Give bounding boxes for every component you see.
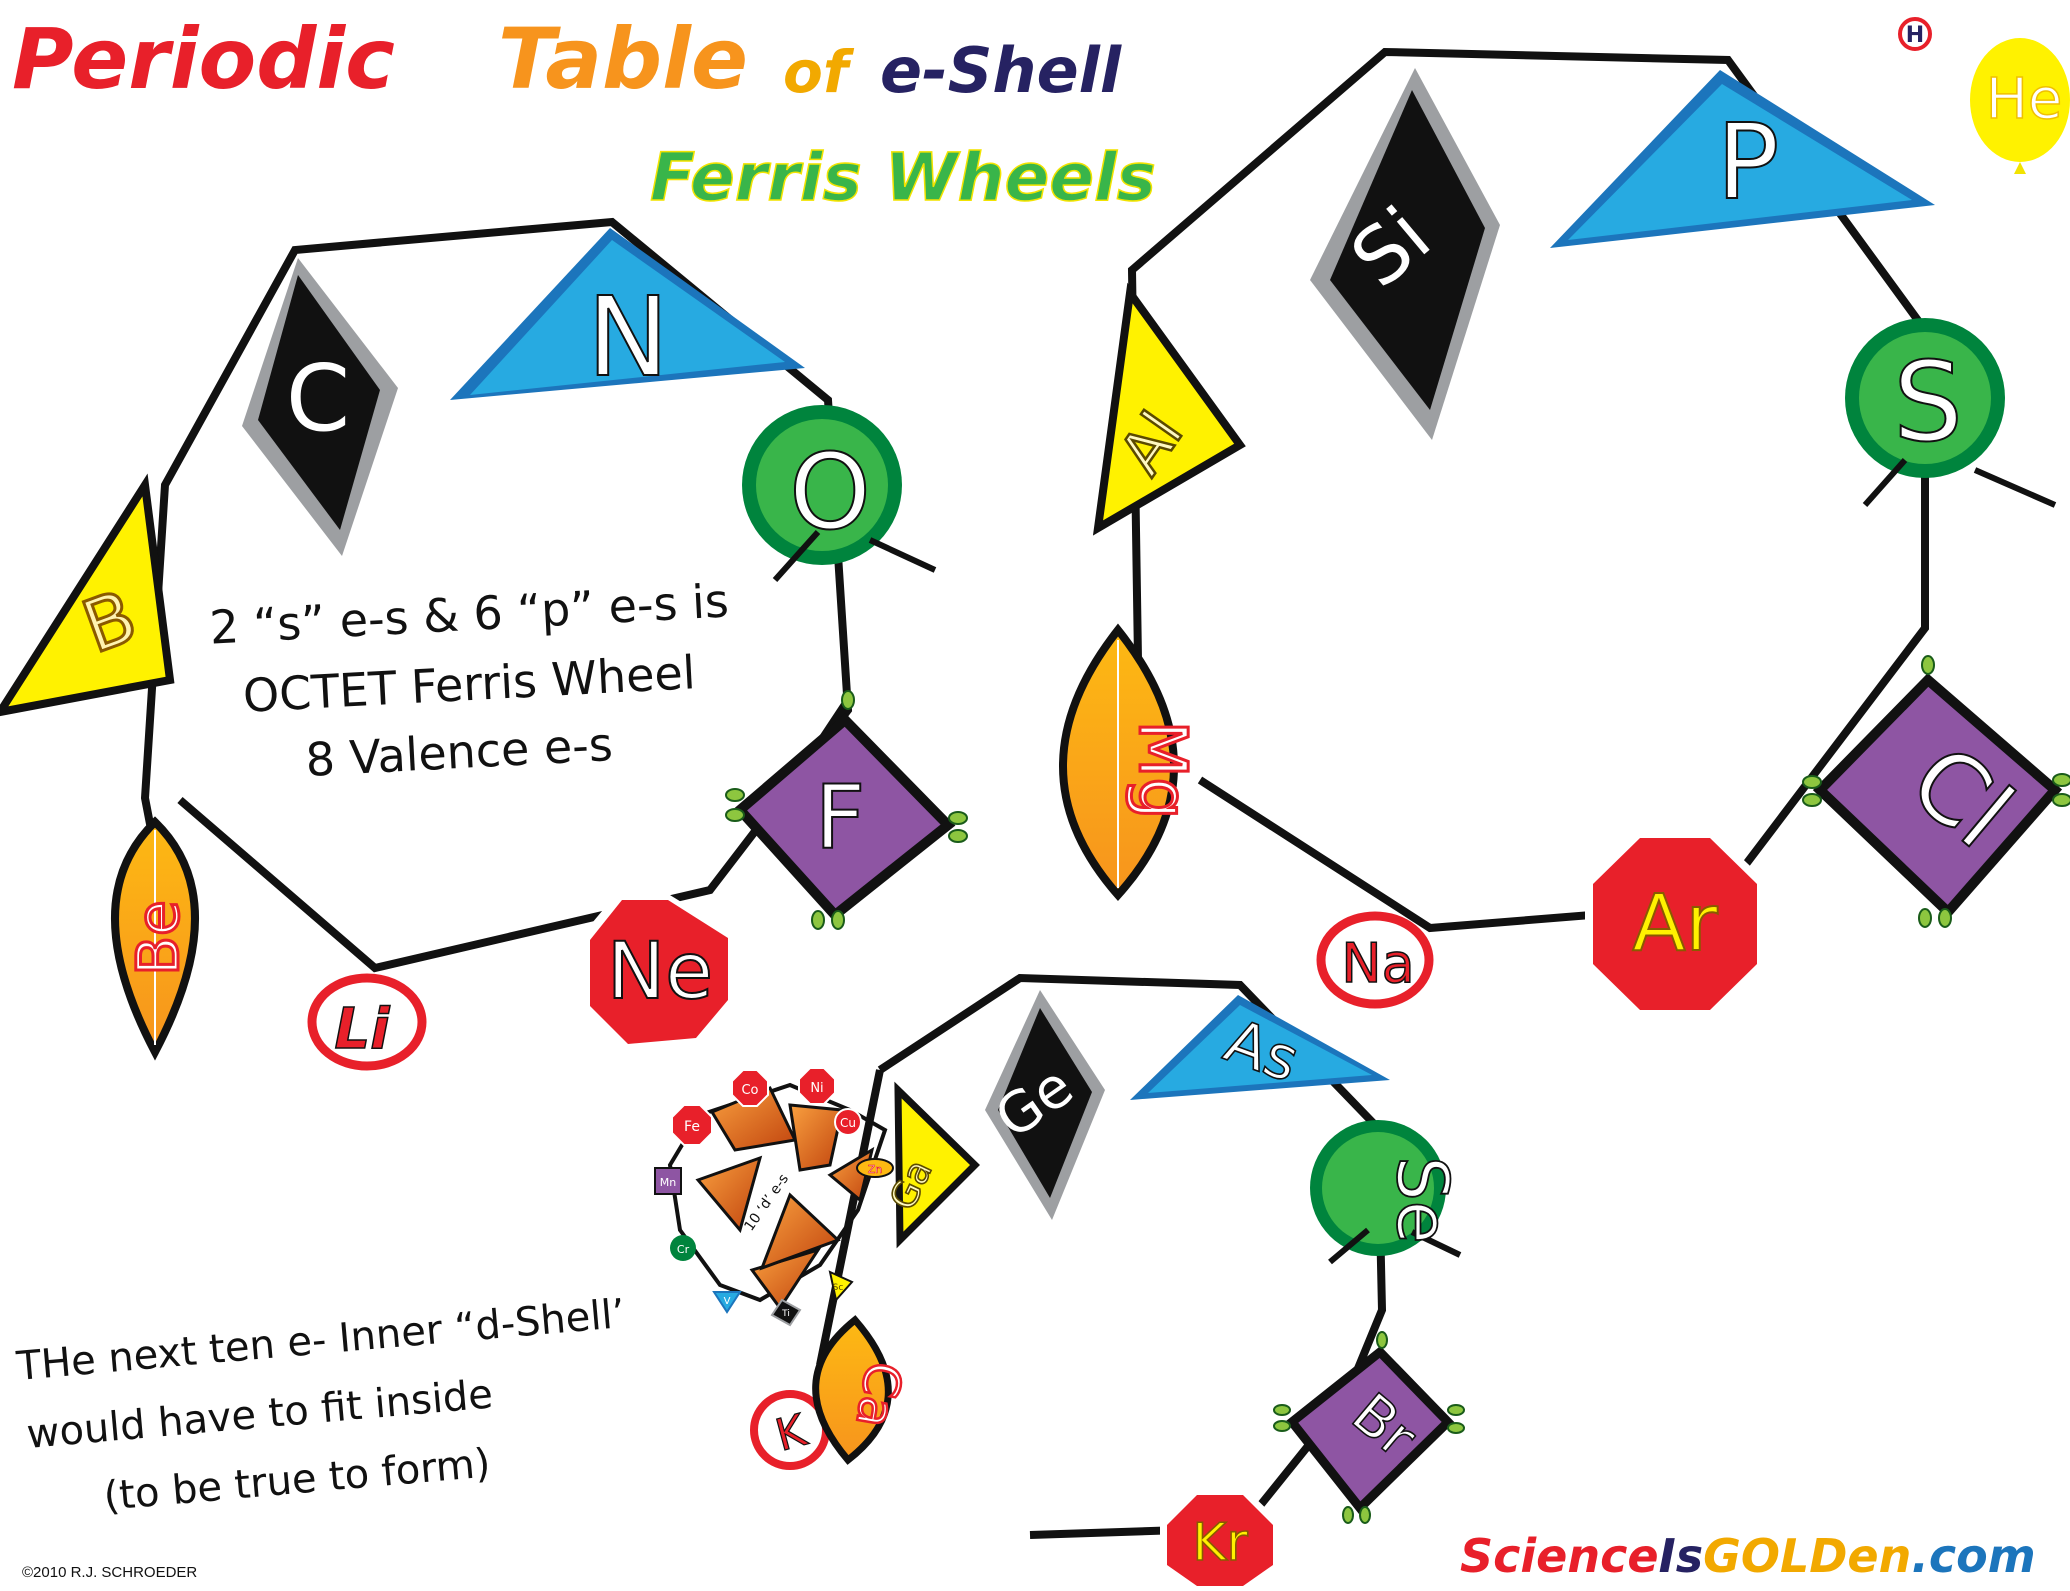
element-c-symbol: C	[286, 345, 350, 452]
svg-text:ScienceIsGOLDen.com: ScienceIsGOLDen.com	[1460, 1529, 2036, 1583]
element-mg-symbol: Mg	[1124, 721, 1201, 820]
element-co-symbol: Co	[741, 1083, 758, 1098]
element-br: Br	[1273, 1331, 1465, 1524]
element-mg: Mg	[1059, 623, 1203, 902]
element-si: Si	[1310, 68, 1500, 440]
octet-note: 2 “s” e-s & 6 “p” e-s is OCTET Ferris Wh…	[208, 573, 730, 787]
title-word-e-shell: e-Shell	[880, 34, 1122, 107]
octet-note-line1: 2 “s” e-s & 6 “p” e-s is	[208, 573, 730, 654]
element-p: P	[1550, 70, 1935, 248]
element-zn-symbol: Zn	[868, 1163, 883, 1176]
element-f: F	[725, 690, 968, 930]
element-sc: Sc	[828, 1270, 854, 1303]
hydrogen-symbol: H	[1906, 23, 1924, 48]
element-f-symbol: F	[815, 766, 866, 869]
copyright: ©2010 R.J. SCHROEDER	[22, 1564, 197, 1581]
element-co: Co	[731, 1069, 769, 1107]
element-v: V	[712, 1291, 742, 1314]
element-s: S	[1845, 318, 2057, 508]
element-o-symbol: O	[789, 431, 871, 553]
element-ar: Ar	[1585, 830, 1765, 1018]
element-cu: Cu	[834, 1108, 862, 1136]
element-se-symbol: Se	[1381, 1156, 1463, 1244]
d-shell-note: THe next ten e- Inner “d-Shell’ would ha…	[14, 1291, 627, 1520]
element-as: As	[1130, 995, 1390, 1100]
element-ne-symbol: Ne	[607, 927, 713, 1017]
element-na-symbol: Na	[1341, 932, 1415, 995]
helium-symbol: He	[1986, 67, 2063, 132]
site-part-com: .com	[1911, 1529, 2035, 1583]
d-shell-note-line1: THe next ten e- Inner “d-Shell’	[14, 1291, 627, 1390]
title-word-table: Table	[498, 10, 748, 108]
element-ga: Ga	[882, 1081, 980, 1249]
helium-balloon: He	[1970, 38, 2070, 174]
element-fe-symbol: Fe	[684, 1119, 700, 1135]
title-word-of: of	[783, 38, 855, 106]
element-cr-symbol: Cr	[677, 1243, 690, 1256]
element-s-symbol: S	[1893, 338, 1963, 466]
element-ti: Ti	[770, 1298, 802, 1327]
site-part-is: Is	[1659, 1529, 1704, 1583]
site-part-golden: GOLDen	[1703, 1529, 1911, 1583]
site-url: ScienceIsGOLDen.com	[1460, 1529, 2036, 1583]
hydrogen-badge: H	[1898, 17, 1932, 51]
element-be-symbol: Be	[124, 900, 192, 975]
element-li-symbol: Li	[335, 997, 391, 1062]
title-ferris-wheels: Ferris Wheels	[650, 139, 1156, 216]
element-v-symbol: V	[724, 1296, 731, 1307]
octet-note-line2: OCTET Ferris Wheel	[242, 645, 697, 723]
element-ca: Ca	[812, 1315, 914, 1465]
element-c: C	[242, 258, 398, 556]
element-mn: Mn	[654, 1167, 682, 1195]
element-fe: Fe	[671, 1104, 713, 1146]
element-b: B	[0, 473, 175, 717]
site-part-science: Science	[1460, 1529, 1659, 1583]
element-ni: Ni	[798, 1067, 836, 1105]
element-n: N	[450, 228, 805, 402]
title: Periodic Table of e-Shell Ferris Wheels	[12, 10, 1157, 217]
element-se: Se	[1310, 1120, 1464, 1265]
element-zn: Zn	[856, 1158, 894, 1178]
element-al: Al	[1092, 282, 1246, 536]
octet-note-line3: 8 Valence e-s	[304, 717, 614, 787]
d-shell-wheel: 10 ‘d’ e-s Fe Co Ni Cu Zn Mn Cr	[654, 1067, 894, 1327]
element-ar-symbol: Ar	[1632, 879, 1718, 969]
element-mn-symbol: Mn	[660, 1176, 676, 1189]
element-kr-symbol: Kr	[1192, 1513, 1248, 1573]
element-cu-symbol: Cu	[840, 1116, 856, 1130]
element-o: O	[742, 405, 937, 583]
element-ge: Ge	[984, 990, 1105, 1220]
element-cl: Cl	[1802, 655, 2070, 928]
element-kr: Kr	[1160, 1488, 1280, 1590]
element-be: Be	[111, 816, 199, 1061]
title-word-periodic: Periodic	[12, 10, 395, 108]
element-li: Li	[307, 973, 427, 1071]
element-ne: Ne	[582, 892, 735, 1052]
element-cr: Cr	[670, 1235, 696, 1261]
element-p-symbol: P	[1717, 101, 1780, 223]
element-n-symbol: N	[587, 273, 669, 401]
element-ti-symbol: Ti	[781, 1309, 790, 1319]
element-ni-symbol: Ni	[810, 1081, 823, 1096]
d-shell-note-line3: (to be true to form)	[102, 1440, 492, 1520]
element-na: Na	[1316, 911, 1434, 1009]
element-ca-symbol: Ca	[844, 1358, 913, 1433]
element-sc-symbol: Sc	[833, 1283, 844, 1293]
